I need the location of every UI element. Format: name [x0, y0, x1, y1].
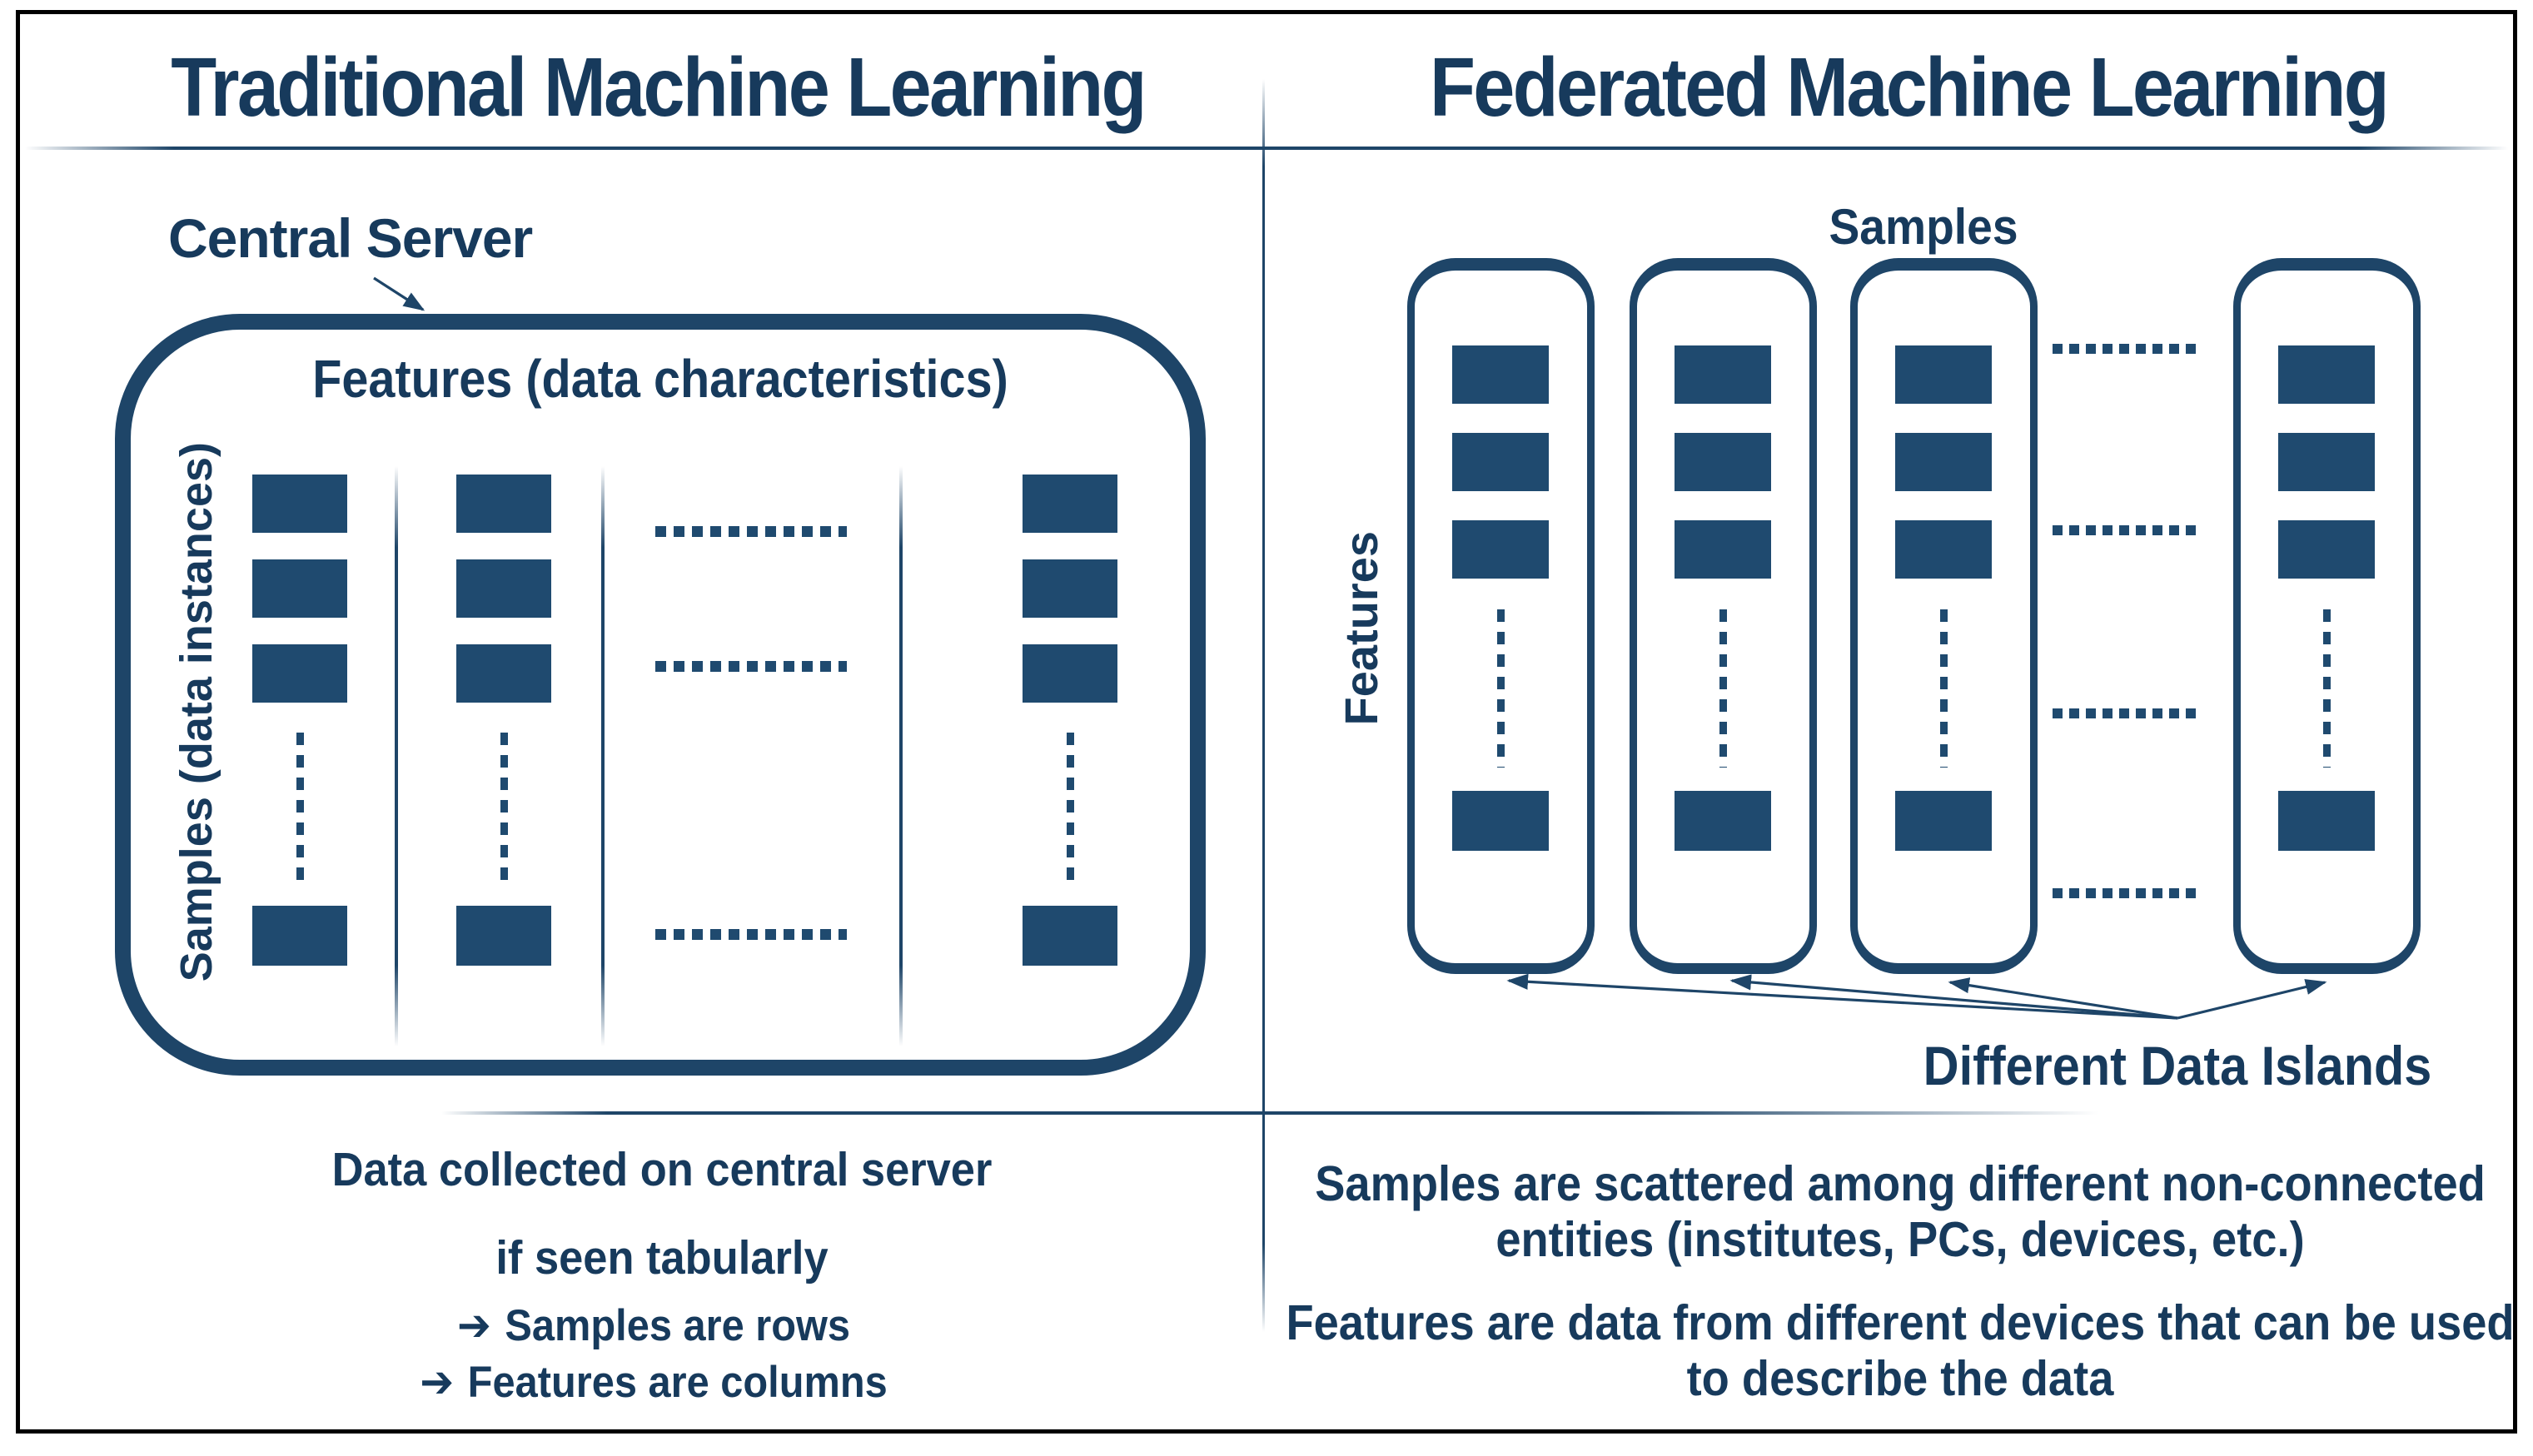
right-caption2-line2: to describe the data	[1686, 1351, 2114, 1406]
matrix-cell	[1023, 906, 1117, 966]
bullet-samples-rows: ➔ Samples are rows	[457, 1300, 850, 1351]
different-data-islands-label: Different Data Islands	[1923, 1035, 2432, 1096]
right-panel-title: Federated Machine Learning	[1429, 41, 2390, 134]
matrix-cell	[1452, 791, 1549, 851]
matrix-cell	[1895, 791, 1992, 851]
features-axis-label: Features (data characteristics)	[312, 349, 1008, 409]
matrix-cell	[1675, 520, 1771, 579]
matrix-cell	[1675, 433, 1771, 491]
matrix-cell	[456, 906, 551, 966]
matrix-cell	[1452, 345, 1549, 404]
ellipsis-dots-row	[655, 526, 847, 537]
matrix-cell	[1023, 475, 1117, 533]
column-separator-line	[395, 466, 398, 1046]
matrix-cell	[1023, 559, 1117, 618]
data-column	[252, 475, 347, 966]
matrix-cell	[1675, 791, 1771, 851]
ellipsis-dots-column	[296, 733, 304, 884]
ellipsis-dots-column	[1939, 609, 1948, 768]
matrix-cell	[456, 475, 551, 533]
bullet-text: Samples are rows	[505, 1301, 851, 1350]
ellipsis-dots-column	[500, 733, 508, 884]
ellipsis-dots-column	[1496, 609, 1505, 768]
matrix-cell	[2278, 791, 2375, 851]
samples-axis-label-wrap: Samples (data instances)	[171, 433, 222, 991]
matrix-cell	[1675, 345, 1771, 404]
matrix-cell	[1452, 433, 1549, 491]
matrix-cell	[456, 559, 551, 618]
right-caption2-line1: Features are data from different devices…	[1286, 1295, 2515, 1350]
left-panel-title: Traditional Machine Learning	[171, 41, 1147, 134]
matrix-cell	[456, 644, 551, 703]
data-column	[1452, 345, 1549, 851]
right-caption1-line2: entities (institutes, PCs, devices, etc.…	[1495, 1212, 2305, 1267]
central-server-label: Central Server	[168, 207, 533, 269]
matrix-cell	[252, 906, 347, 966]
diagram-caption-divider	[441, 1111, 2098, 1115]
column-separator-line	[601, 466, 605, 1046]
outer-border-frame	[16, 10, 2517, 1434]
data-column	[1895, 345, 1992, 851]
arrow-bullet-icon: ➔	[456, 1301, 491, 1350]
ellipsis-dots-row	[2053, 525, 2201, 535]
matrix-cell	[1452, 520, 1549, 579]
samples-axis-label: Samples (data instances)	[172, 441, 221, 982]
ellipsis-dots-column	[2322, 609, 2331, 768]
matrix-cell	[252, 644, 347, 703]
matrix-cell	[1895, 433, 1992, 491]
left-caption-line2: if seen tabularly	[495, 1231, 829, 1285]
data-column	[1023, 475, 1117, 966]
data-column	[1675, 345, 1771, 851]
arrow-bullet-icon: ➔	[420, 1358, 455, 1407]
title-underline	[25, 147, 2508, 150]
samples-axis-label-right: Samples	[1829, 199, 2018, 255]
ellipsis-dots-column	[1066, 733, 1074, 884]
matrix-cell	[1895, 520, 1992, 579]
right-caption1-line1: Samples are scattered among different no…	[1315, 1156, 2486, 1211]
matrix-cell	[1895, 345, 1992, 404]
features-axis-label-right: Features	[1335, 531, 1387, 726]
data-column	[456, 475, 551, 966]
bullet-features-columns: ➔Features are columns	[420, 1357, 887, 1408]
matrix-cell	[252, 475, 347, 533]
ellipsis-dots-row	[655, 929, 847, 940]
left-caption-line1: Data collected on central server	[331, 1143, 993, 1196]
ellipsis-dots-row	[2053, 888, 2201, 898]
right-panel-title-wrap: Federated Machine Learning	[1430, 40, 2533, 136]
left-panel-title-wrap: Traditional Machine Learning	[171, 40, 1740, 136]
ellipsis-dots-row	[2053, 708, 2201, 718]
center-vertical-divider	[1262, 79, 1265, 1332]
bullet-text: Features are columns	[467, 1358, 888, 1407]
ellipsis-dots-column	[1719, 609, 1727, 768]
matrix-cell	[252, 559, 347, 618]
ellipsis-dots-row	[2053, 344, 2201, 354]
matrix-cell	[2278, 345, 2375, 404]
column-separator-line	[899, 466, 903, 1046]
matrix-cell	[2278, 433, 2375, 491]
data-column	[2278, 345, 2375, 851]
matrix-cell	[2278, 520, 2375, 579]
ellipsis-dots-row	[655, 661, 847, 672]
matrix-cell	[1023, 644, 1117, 703]
features-axis-label-right-wrap: Features	[1334, 508, 1388, 749]
